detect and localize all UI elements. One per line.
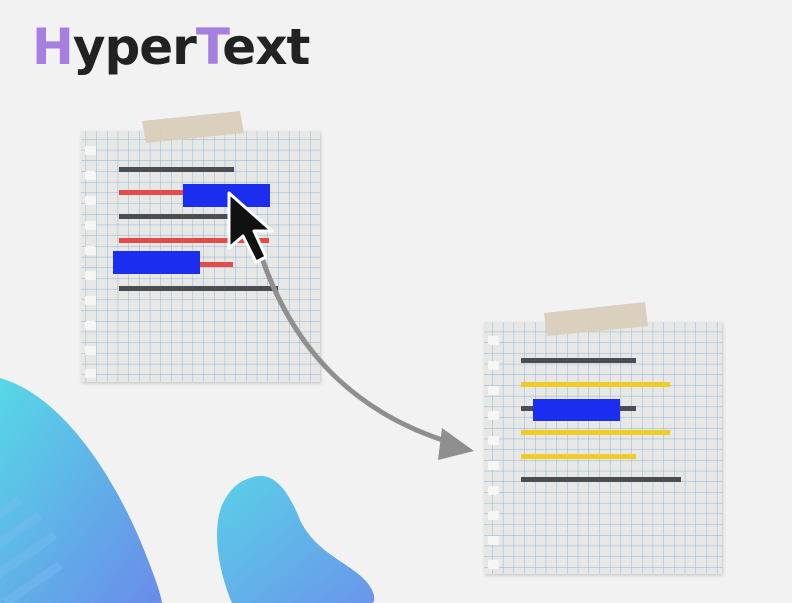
arrowhead-icon: [438, 428, 474, 460]
target-anchor-block: [533, 399, 620, 421]
title-t: T: [195, 18, 223, 76]
page-title: HyperText: [32, 22, 310, 72]
blob-center: [217, 475, 375, 603]
source-holes: [85, 146, 96, 378]
hyperlink-block[interactable]: [113, 251, 200, 274]
title-h: H: [32, 18, 74, 76]
tape-icon-target: [544, 302, 648, 336]
title-ext: ext: [222, 18, 310, 76]
hyperlink-block-active[interactable]: [183, 184, 270, 207]
source-page: [81, 131, 320, 382]
target-page: [484, 322, 722, 574]
blob-stripes: [0, 496, 63, 603]
source-text-lines: [119, 167, 278, 291]
cursor-arrow-icon: [227, 191, 274, 264]
title-yper: yper: [72, 18, 197, 76]
target-holes: [488, 336, 499, 569]
target-grid: [484, 322, 722, 574]
blob-left: [0, 378, 162, 603]
link-arrow: [259, 255, 455, 446]
tape-icon: [142, 111, 244, 143]
